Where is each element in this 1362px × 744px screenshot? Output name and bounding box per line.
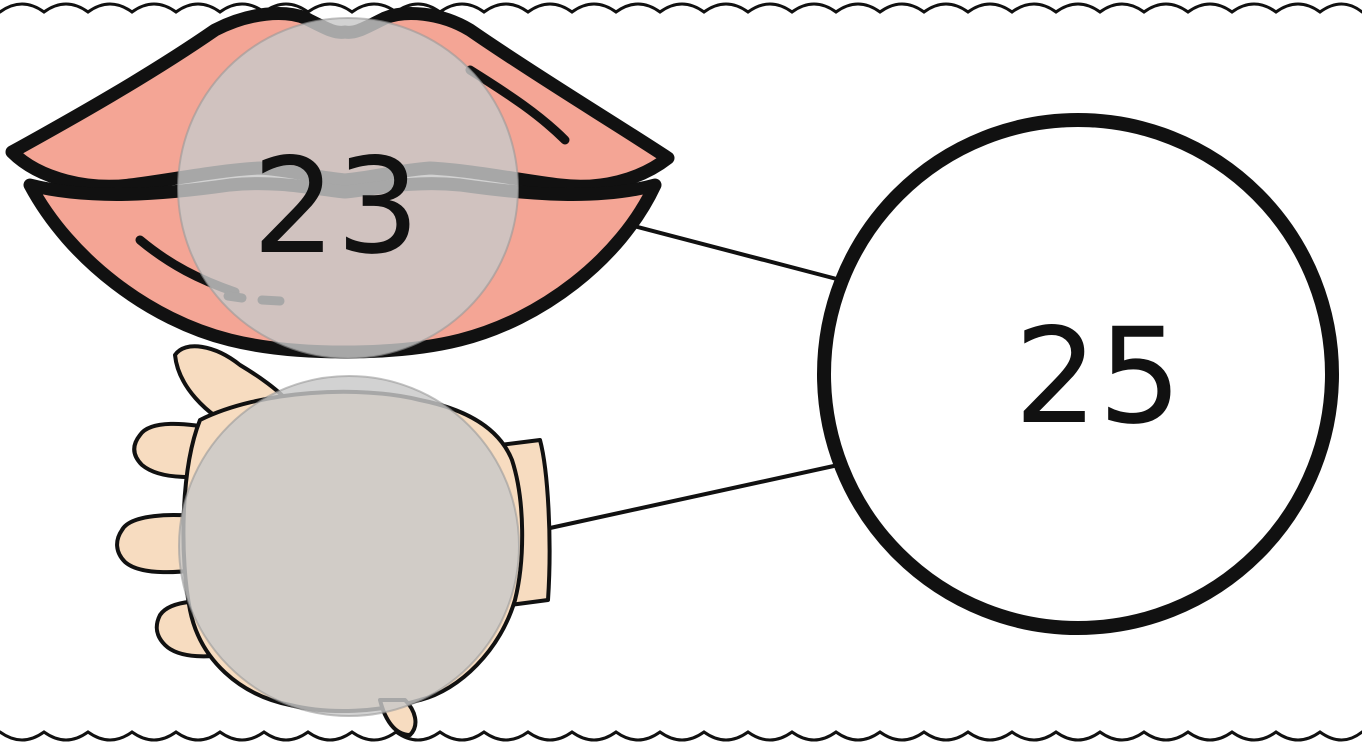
part-value-lips: 23	[252, 130, 420, 284]
part-circle-lips: 23	[178, 18, 518, 358]
whole-circle: 25	[824, 120, 1332, 628]
whole-value: 25	[1014, 300, 1182, 454]
part-circle-hand	[179, 376, 519, 716]
